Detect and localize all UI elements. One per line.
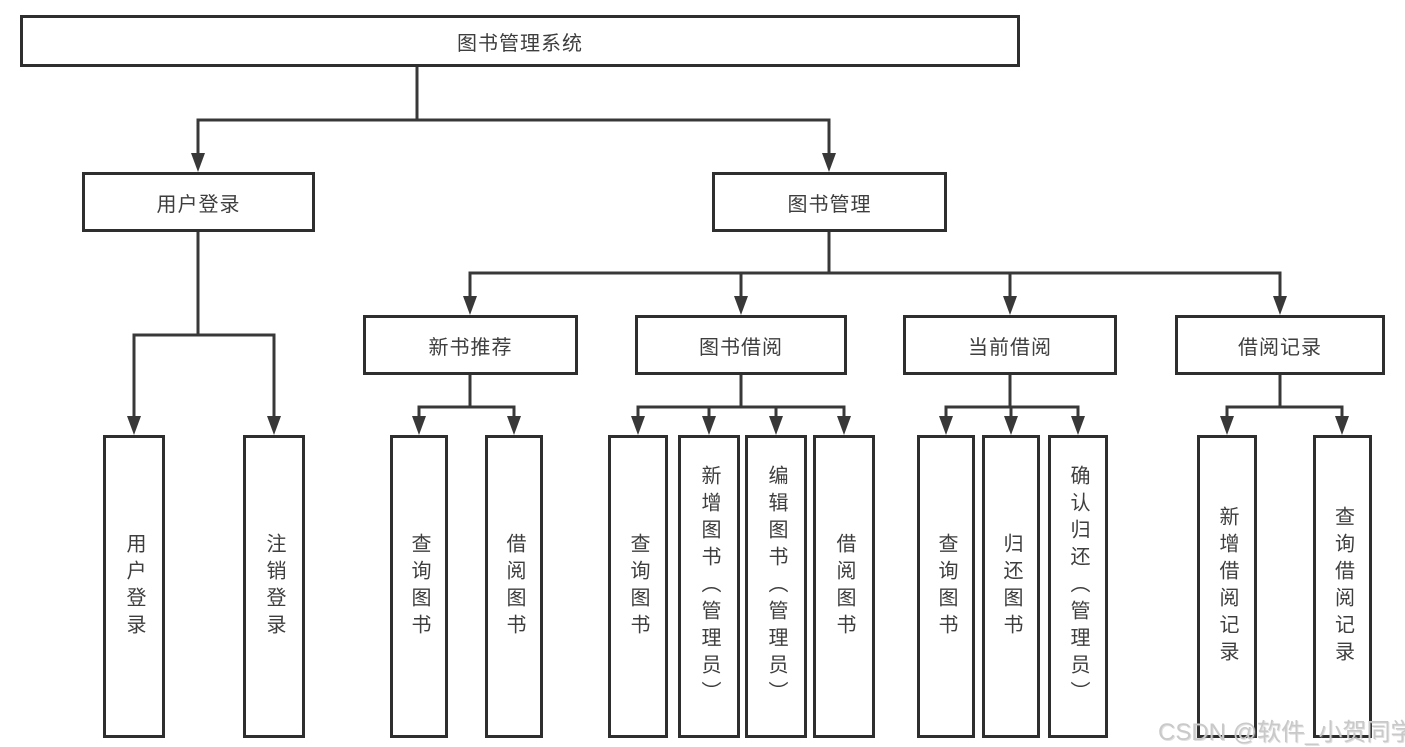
leaf-confirm-return-admin-label: 确认归还（管理员）: [1067, 465, 1089, 708]
leaf-add-book-admin-label: 新增图书（管理员）: [698, 465, 720, 708]
node-book-borrow-label: 图书借阅: [699, 336, 783, 359]
leaf-query-book-current-label: 查询图书: [935, 532, 957, 641]
leaf-query-book-recommend: 查询图书: [390, 435, 448, 738]
node-borrow-records-label: 借阅记录: [1238, 336, 1322, 359]
leaf-borrow-book-recommend-label: 借阅图书: [503, 532, 525, 641]
leaf-add-borrow-record-label: 新增借阅记录: [1216, 505, 1238, 668]
node-current-borrow-label: 当前借阅: [968, 336, 1052, 359]
leaf-return-book: 归还图书: [982, 435, 1040, 738]
node-root: 图书管理系统: [20, 15, 1020, 67]
node-book-management-label: 图书管理: [787, 193, 872, 216]
leaf-query-book-current: 查询图书: [917, 435, 975, 738]
node-user-login: 用户登录: [82, 172, 315, 232]
leaf-edit-book-admin: 编辑图书（管理员）: [745, 435, 807, 738]
node-book-borrow: 图书借阅: [635, 315, 847, 375]
leaf-edit-book-admin-label: 编辑图书（管理员）: [765, 465, 787, 708]
leaf-confirm-return-admin: 确认归还（管理员）: [1048, 435, 1108, 738]
leaf-logout: 注销登录: [243, 435, 305, 738]
node-root-label: 图书管理系统: [457, 32, 583, 55]
leaf-logout-label: 注销登录: [263, 532, 285, 641]
leaf-query-borrow-record: 查询借阅记录: [1313, 435, 1372, 738]
leaf-query-book-recommend-label: 查询图书: [408, 532, 430, 641]
node-user-login-label: 用户登录: [156, 193, 241, 216]
leaf-user-login-label: 用户登录: [123, 532, 145, 641]
node-borrow-records: 借阅记录: [1175, 315, 1385, 375]
node-new-book-recommend: 新书推荐: [363, 315, 578, 375]
leaf-query-book-borrow-label: 查询图书: [627, 532, 649, 641]
leaf-add-book-admin: 新增图书（管理员）: [678, 435, 740, 738]
node-new-book-recommend-label: 新书推荐: [428, 336, 513, 359]
leaf-user-login: 用户登录: [103, 435, 165, 738]
leaf-borrow-book-label: 借阅图书: [833, 532, 855, 641]
csdn-watermark: CSDN @软件_小贺同学: [1158, 719, 1405, 746]
node-current-borrow: 当前借阅: [903, 315, 1117, 375]
leaf-query-book-borrow: 查询图书: [608, 435, 668, 738]
leaf-add-borrow-record: 新增借阅记录: [1197, 435, 1257, 738]
leaf-borrow-book: 借阅图书: [813, 435, 875, 738]
leaf-return-book-label: 归还图书: [1000, 532, 1022, 641]
leaf-borrow-book-recommend: 借阅图书: [485, 435, 543, 738]
node-book-management: 图书管理: [712, 172, 947, 232]
leaf-query-borrow-record-label: 查询借阅记录: [1331, 505, 1354, 668]
